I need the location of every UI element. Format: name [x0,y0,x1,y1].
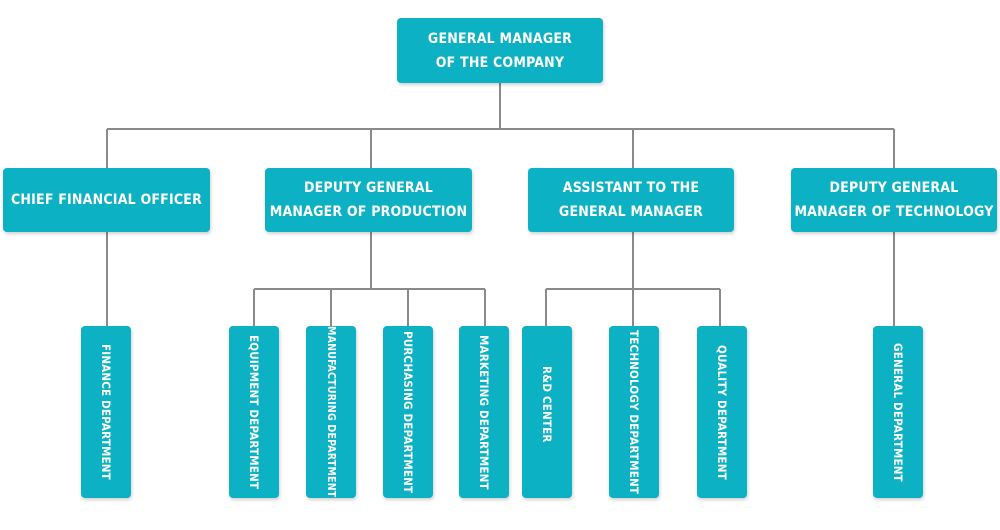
marketing-department-label: MARKETING DEPARTMENT [477,334,491,490]
quality-department-label: QUALITY DEPARTMENT [715,344,729,480]
technology-department-box: TECHNOLOGY DEPARTMENT [609,326,659,498]
rnd-center-label: R&D CENTER [540,366,554,443]
dgm-production-box: DEPUTY GENERAL MANAGER OF PRODUCTION [265,168,472,232]
dgm-production-label: DEPUTY GENERAL MANAGER OF PRODUCTION [269,180,468,220]
technology-department-label: TECHNOLOGY DEPARTMENT [627,329,641,495]
general-manager-label: GENERAL MANAGER OF THE COMPANY [427,30,573,71]
assistant-gm-label: ASSISTANT TO THE GENERAL MANAGER [558,180,704,220]
rnd-center-box: R&D CENTER [522,326,572,498]
equipment-department-box: EQUIPMENT DEPARTMENT [229,326,279,498]
purchasing-department-box: PURCHASING DEPARTMENT [383,326,433,498]
general-manager-box: GENERAL MANAGER OF THE COMPANY [397,18,603,83]
cfo-label: CHIEF FINANCIAL OFFICER [10,192,202,208]
general-department-label: GENERAL DEPARTMENT [891,342,905,482]
purchasing-department-label: PURCHASING DEPARTMENT [401,330,415,494]
finance-department-label: FINANCE DEPARTMENT [99,344,113,480]
quality-department-box: QUALITY DEPARTMENT [697,326,747,498]
assistant-gm-box: ASSISTANT TO THE GENERAL MANAGER [528,168,734,232]
manufacturing-department-box: MANUFACTURING DEPARTMENT [306,326,356,498]
dgm-technology-label: DEPUTY GENERAL MANAGER OF TECHNOLOGY [794,180,994,220]
marketing-department-box: MARKETING DEPARTMENT [459,326,509,498]
general-department-box: GENERAL DEPARTMENT [873,326,923,498]
manufacturing-department-label: MANUFACTURING DEPARTMENT [325,326,337,498]
cfo-box: CHIEF FINANCIAL OFFICER [3,168,210,232]
equipment-department-label: EQUIPMENT DEPARTMENT [247,334,261,490]
dgm-technology-box: DEPUTY GENERAL MANAGER OF TECHNOLOGY [791,168,997,232]
finance-department-box: FINANCE DEPARTMENT [81,326,131,498]
